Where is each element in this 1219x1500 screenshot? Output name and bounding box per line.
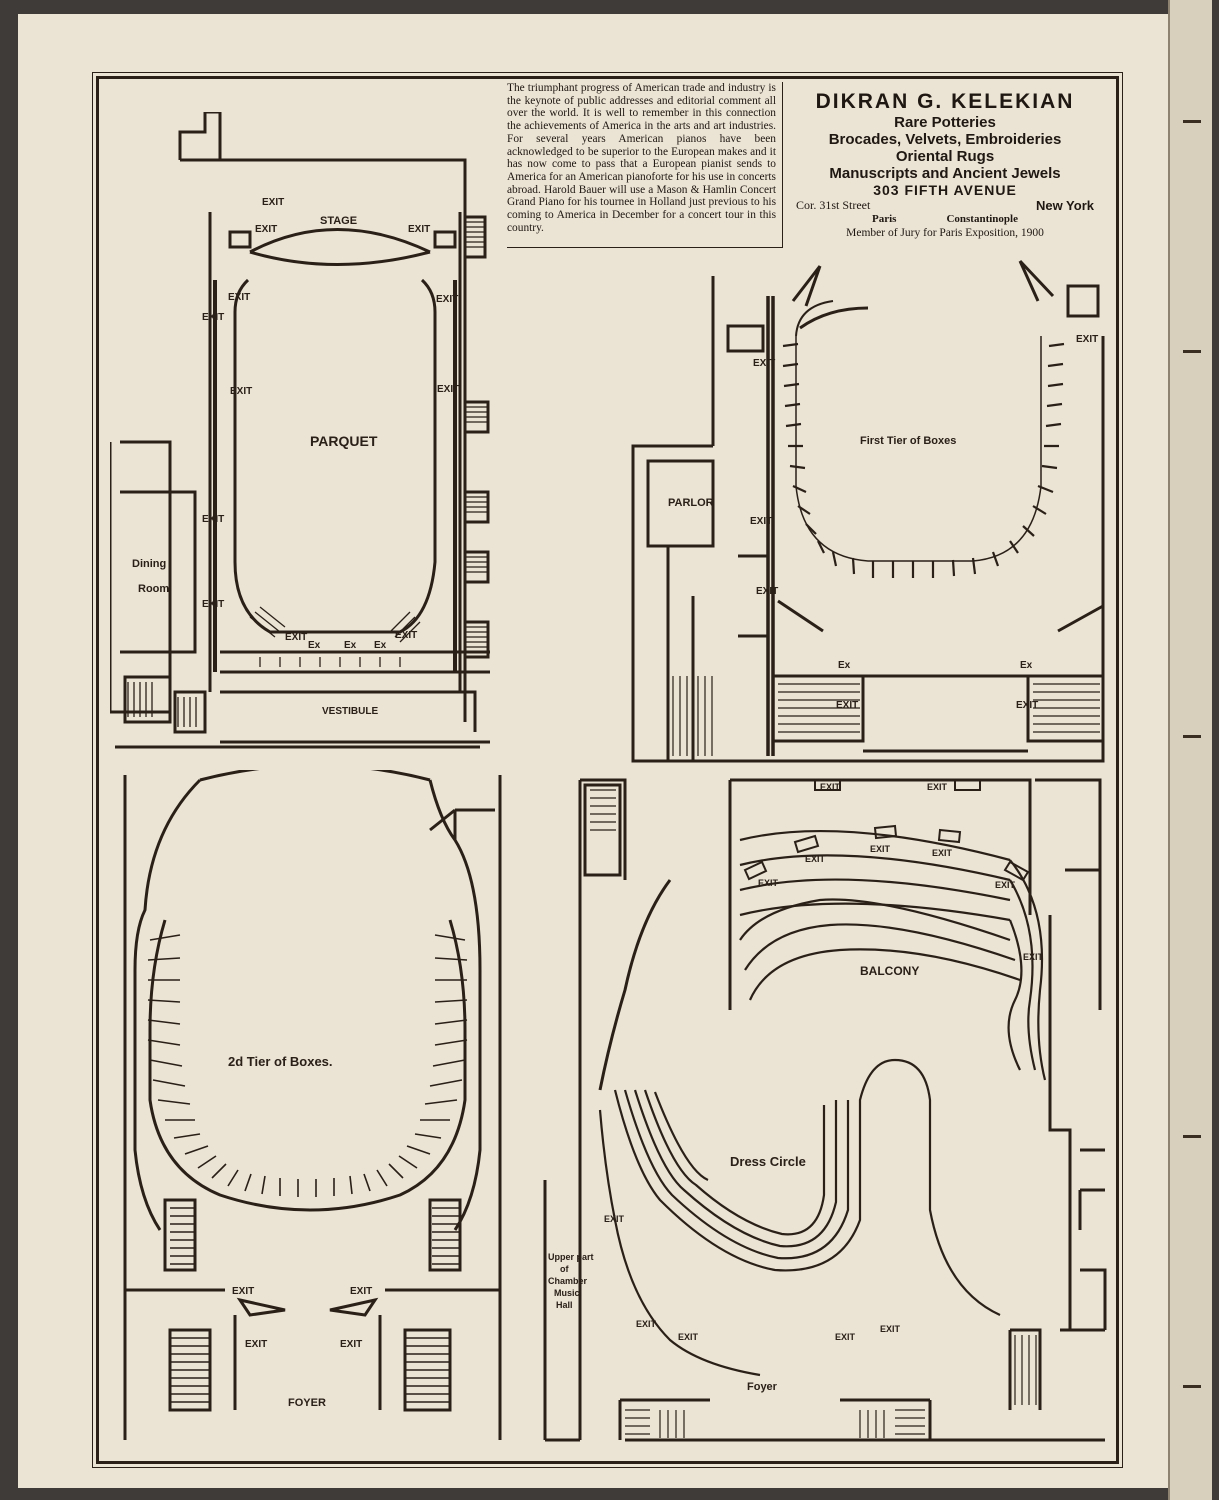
- exit-label: EXIT: [820, 782, 841, 792]
- exit-label: EXIT: [232, 1286, 254, 1297]
- exit-label: EXIT: [228, 292, 250, 303]
- exit-label: EXIT: [202, 312, 224, 323]
- exit-label: EXIT: [350, 1286, 372, 1297]
- advert-address: 303 FIFTH AVENUE: [873, 182, 1017, 198]
- binding-ring-icon: [1183, 120, 1201, 123]
- exit-label: EXIT: [836, 700, 858, 711]
- room-label: Room: [138, 583, 169, 595]
- exit-label: EXIT: [395, 630, 417, 641]
- advert-jury: Member of Jury for Paris Exposition, 190…: [846, 227, 1044, 239]
- exit-label: EXIT: [636, 1319, 657, 1329]
- exit-label: EXIT: [678, 1332, 699, 1342]
- kelekian-advertisement: DIKRAN G. KELEKIAN Rare Potteries Brocad…: [790, 86, 1100, 250]
- dress-circle-title: Dress Circle: [730, 1154, 806, 1169]
- note-line4: Music: [554, 1288, 580, 1298]
- exit-label: EXIT: [835, 1332, 856, 1342]
- parlor-label: PARLOR: [668, 497, 714, 509]
- exit-label: EXIT: [1016, 700, 1038, 711]
- ex-label: Ex: [344, 640, 357, 651]
- exit-label: EXIT: [604, 1214, 625, 1224]
- ex-label: Ex: [838, 660, 851, 671]
- exit-label: EXIT: [408, 224, 430, 235]
- stage-label: STAGE: [320, 215, 357, 227]
- exit-label: EXIT: [758, 878, 779, 888]
- advert-corner: Cor. 31st Street: [796, 198, 871, 212]
- ex-label: Ex: [374, 640, 387, 651]
- first-tier-floor-plan: First Tier of Boxes PARLOR EXIT EXIT EXI…: [628, 256, 1108, 766]
- first-tier-title: First Tier of Boxes: [860, 435, 956, 447]
- exit-label: EXIT: [255, 224, 277, 235]
- exit-label: EXIT: [932, 848, 953, 858]
- note-line5: Hall: [556, 1300, 573, 1310]
- note-line2: of: [560, 1264, 569, 1274]
- second-tier-title: 2d Tier of Boxes.: [228, 1054, 333, 1069]
- binding-spine: [1168, 0, 1212, 1500]
- advert-city: New York: [1035, 198, 1094, 213]
- foyer-label: Foyer: [747, 1381, 778, 1393]
- exit-label: EXIT: [285, 632, 307, 643]
- exit-label: EXIT: [245, 1339, 267, 1350]
- exit-label: EXIT: [1076, 334, 1098, 345]
- advert-branches-row: Paris Constantinople: [790, 213, 1100, 225]
- exit-label: EXIT: [870, 844, 891, 854]
- second-tier-floor-plan: 2d Tier of Boxes. FOYER EXIT EXIT EXIT E…: [110, 770, 505, 1450]
- binding-ring-icon: [1183, 735, 1201, 738]
- exit-label: EXIT: [262, 197, 284, 208]
- article-text: The triumphant progress of American trad…: [507, 82, 783, 248]
- exit-label: EXIT: [230, 386, 252, 397]
- balcony-label: BALCONY: [860, 964, 919, 978]
- ex-label: Ex: [308, 640, 321, 651]
- advert-line2: Brocades, Velvets, Embroideries: [828, 131, 1062, 148]
- binding-ring-icon: [1183, 1135, 1201, 1138]
- exit-label: EXIT: [756, 586, 778, 597]
- exit-label: EXIT: [880, 1324, 901, 1334]
- binding-ring-icon: [1183, 1385, 1201, 1388]
- advert-line3: Oriental Rugs: [895, 148, 995, 165]
- advert-line4: Manuscripts and Ancient Jewels: [829, 165, 1061, 182]
- foyer-label: FOYER: [288, 1397, 326, 1409]
- note-line3: Chamber: [548, 1276, 588, 1286]
- exit-label: EXIT: [202, 599, 224, 610]
- note-line1: Upper part: [548, 1252, 594, 1262]
- binding-ring-icon: [1183, 350, 1201, 353]
- advert-branch-constantinople: Constantinople: [946, 213, 1018, 225]
- exit-label: EXIT: [995, 880, 1016, 890]
- parquet-label: PARQUET: [310, 433, 378, 449]
- dress-circle-floor-plan: BALCONY Dress Circle Foyer Upper part of…: [540, 770, 1110, 1450]
- page-border: [92, 72, 1123, 1468]
- exit-label: EXIT: [753, 358, 775, 369]
- parquet-floor-plan: STAGE PARQUET VESTIBULE Dining Room EXIT…: [110, 112, 495, 752]
- ex-label: Ex: [1020, 660, 1033, 671]
- exit-label: EXIT: [1023, 952, 1044, 962]
- exit-label: EXIT: [805, 854, 826, 864]
- exit-label: EXIT: [927, 782, 948, 792]
- dining-label: Dining: [132, 558, 166, 570]
- advert-line1: Rare Potteries: [894, 114, 996, 131]
- exit-label: EXIT: [750, 516, 772, 527]
- advert-branch-paris: Paris: [872, 213, 897, 225]
- exit-label: EXIT: [436, 294, 458, 305]
- exit-label: EXIT: [437, 384, 459, 395]
- advert-location-row: Cor. 31st Street New York: [790, 198, 1100, 213]
- exit-label: EXIT: [340, 1339, 362, 1350]
- vestibule-label: VESTIBULE: [322, 706, 378, 717]
- advert-name: DIKRAN G. KELEKIAN: [815, 90, 1075, 113]
- exit-label: EXIT: [202, 514, 224, 525]
